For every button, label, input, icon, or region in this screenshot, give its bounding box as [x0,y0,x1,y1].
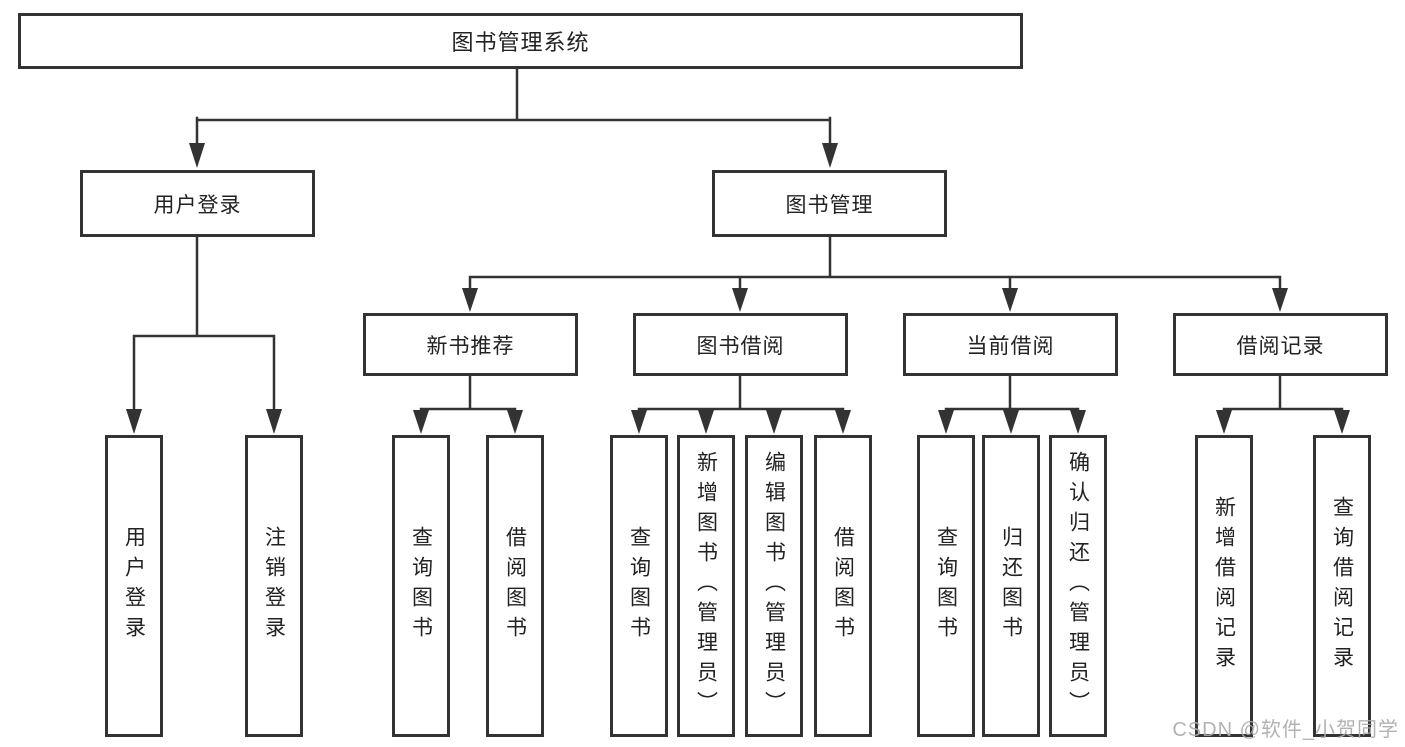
node-book-management-label: 图书管理 [785,193,874,217]
leaf-logout-login: 注销登录 [245,435,303,737]
leaf-add-borrow-record-label: 新增借阅记录 [1212,496,1236,676]
csdn-watermark: CSDN @软件_小贺同学 [1172,719,1399,741]
connector-user-login [132,235,276,414]
leaf-new-books-borrow: 借阅图书 [486,435,544,737]
connector-book-borrow [637,374,845,414]
node-root-system: 图书管理系统 [18,13,1023,69]
leaf-user-login: 用户登录 [105,435,163,737]
node-user-login-label: 用户登录 [153,193,242,217]
leaf-query-borrow-record: 查询借阅记录 [1313,435,1371,737]
leaf-confirm-return-admin: 确认归还（管理员） [1049,435,1107,737]
leaf-confirm-return-admin-label: 确认归还（管理员） [1066,451,1090,721]
leaf-edit-books-admin: 编辑图书（管理员） [745,435,803,737]
leaf-return-books-label: 归还图书 [999,526,1023,646]
leaf-return-books: 归还图书 [982,435,1040,737]
leaf-new-books-query-label: 查询图书 [409,526,433,646]
leaf-new-books-borrow-label: 借阅图书 [503,526,527,646]
connector-root [195,67,832,148]
node-root-system-label: 图书管理系统 [451,30,590,55]
node-current-borrow-label: 当前借阅 [966,334,1055,358]
node-book-borrow: 图书借阅 [633,313,848,376]
node-user-login: 用户登录 [80,170,315,237]
connector-current-borrow [944,374,1080,414]
leaf-borrow-books-label: 借阅图书 [831,526,855,646]
node-current-borrow: 当前借阅 [903,313,1118,376]
leaf-new-books-query: 查询图书 [392,435,450,737]
node-book-borrow-label: 图书借阅 [696,334,785,358]
node-borrow-records: 借阅记录 [1173,313,1388,376]
leaf-add-books-admin: 新增图书（管理员） [677,435,735,737]
connector-borrow-records [1222,374,1344,414]
node-borrow-records-label: 借阅记录 [1236,334,1325,358]
leaf-borrow-books: 借阅图书 [814,435,872,737]
node-book-management: 图书管理 [712,170,947,237]
node-new-book-recommend-label: 新书推荐 [426,334,515,358]
leaf-current-query-books-label: 查询图书 [934,526,958,646]
leaf-user-login-label: 用户登录 [122,526,146,646]
leaf-borrow-query-books: 查询图书 [610,435,668,737]
leaf-add-borrow-record: 新增借阅记录 [1195,435,1253,737]
leaf-borrow-query-books-label: 查询图书 [627,526,651,646]
leaf-query-borrow-record-label: 查询借阅记录 [1330,496,1354,676]
leaf-edit-books-admin-label: 编辑图书（管理员） [762,451,786,721]
node-new-book-recommend: 新书推荐 [363,313,578,376]
leaf-add-books-admin-label: 新增图书（管理员） [694,451,718,721]
leaf-current-query-books: 查询图书 [917,435,975,737]
connector-new-books [419,374,517,414]
connector-book-management [468,235,1282,293]
arrowheads [126,143,1350,434]
leaf-logout-login-label: 注销登录 [262,526,286,646]
